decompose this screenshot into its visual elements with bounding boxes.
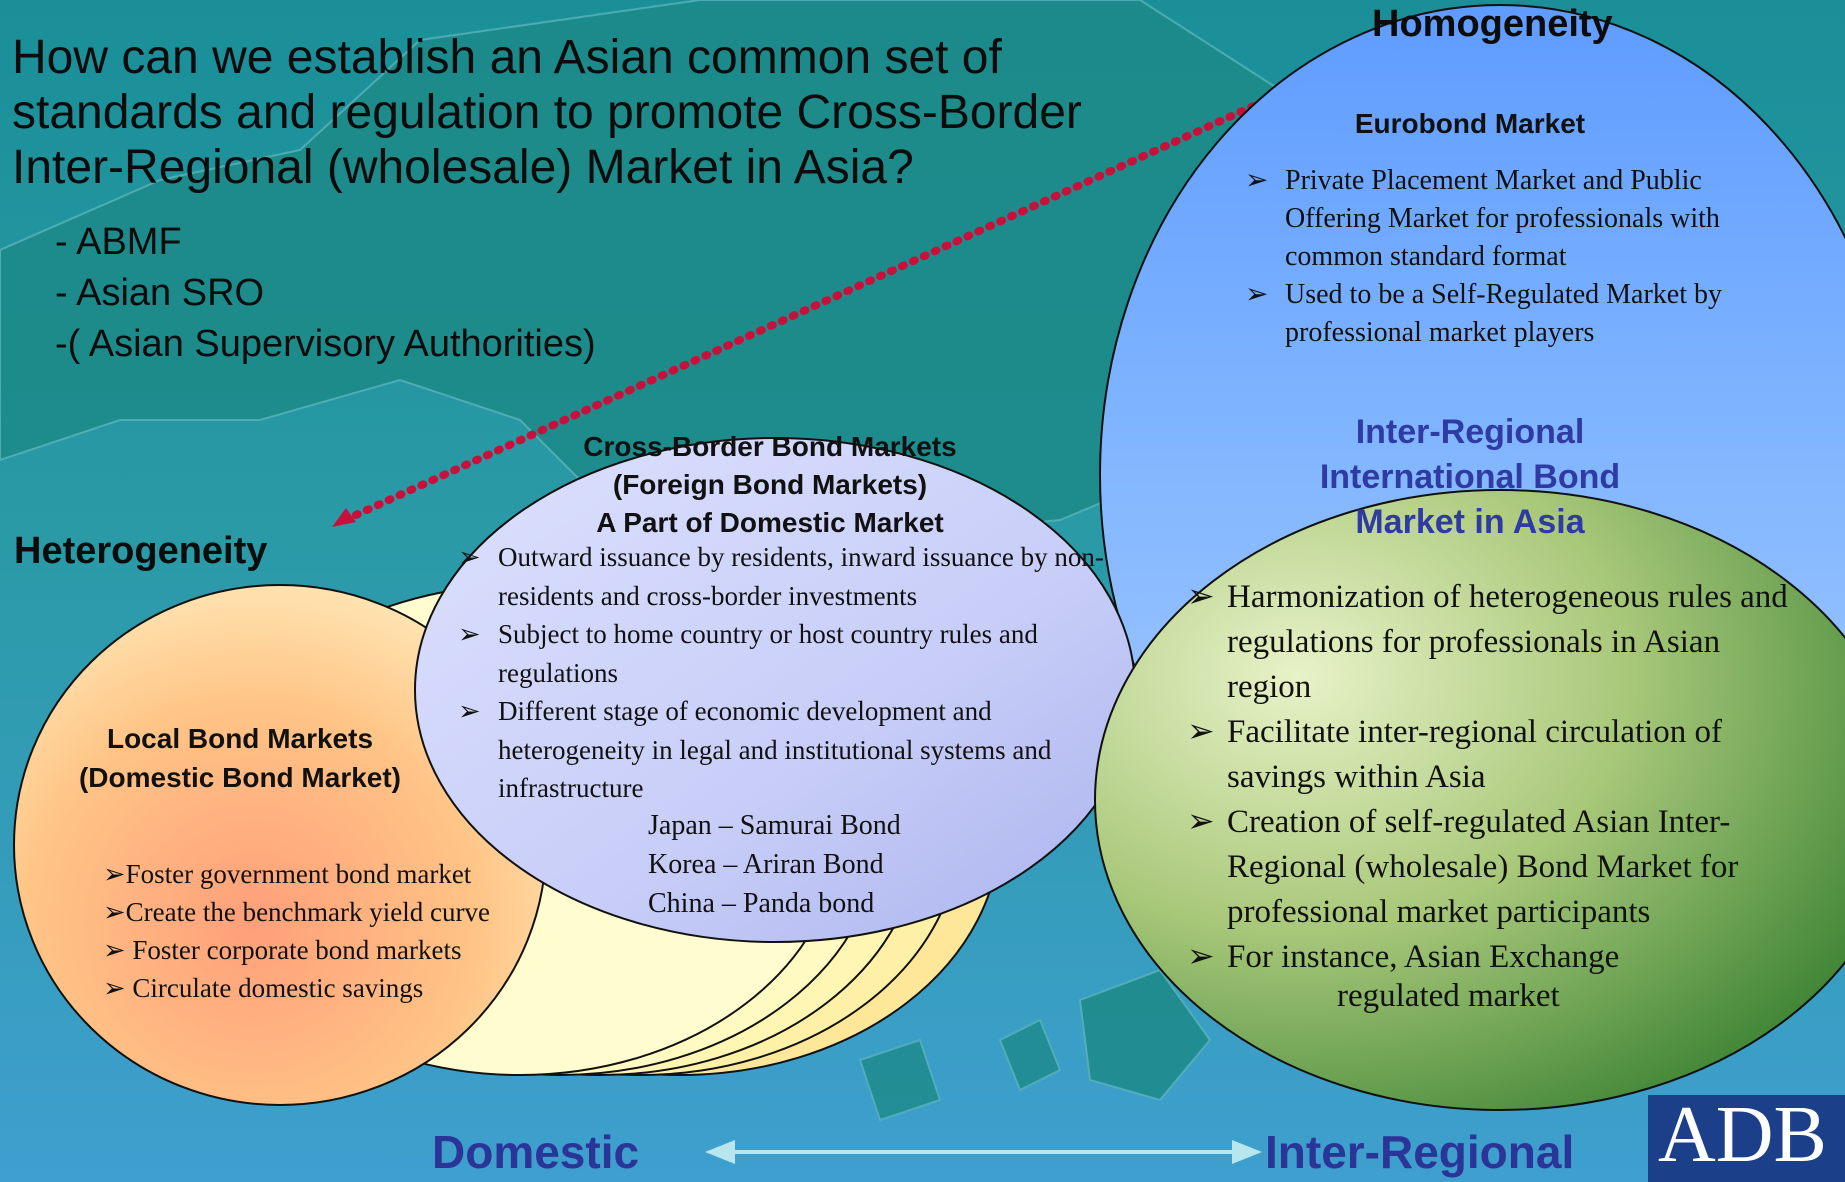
question-text: How can we establish an Asian common set… <box>12 31 1082 194</box>
inter-regional-label: Inter-Regional <box>1265 1126 1575 1178</box>
adb-logo-box <box>1648 1095 1845 1182</box>
cross-border-item: Subject to home country or host country … <box>458 615 1058 692</box>
inter-regional-item: Facilitate inter-regional circulation of… <box>1187 710 1807 800</box>
heterogeneity-label: Heterogeneity <box>14 530 268 572</box>
local-item-text: Foster government bond market <box>125 859 472 889</box>
local-item: ➢ Circulate domestic savings <box>103 973 424 1003</box>
cross-border-examples: Japan – Samurai Bond Korea – Ariran Bond… <box>648 806 901 923</box>
cross-border-item: Different stage of economic development … <box>458 692 1098 808</box>
local-title-line: Local Bond Markets <box>106 723 374 754</box>
inter-regional-title: Inter-Regional International Bond Market… <box>1260 410 1680 545</box>
inter-regional-item: Creation of self-regulated Asian Inter-R… <box>1187 800 1807 935</box>
eurobond-title: Eurobond Market <box>1354 108 1586 139</box>
example-japan: Japan – Samurai Bond <box>648 810 901 841</box>
homogeneity-label: Homogeneity <box>1372 3 1613 45</box>
inter-regional-item: For instance, Asian Exchange <box>1187 935 1807 980</box>
bullet-abmf: - ABMF <box>55 221 182 263</box>
local-list: ➢Foster government bond market ➢Create t… <box>103 855 573 1007</box>
arrow-left-head <box>705 1140 735 1164</box>
domestic-label: Domestic <box>432 1126 640 1178</box>
eurobond-list: Private Placement Market and Public Offe… <box>1245 162 1765 352</box>
cross-border-item: Outward issuance by residents, inward is… <box>458 538 1118 615</box>
arrow-right-head <box>1232 1140 1262 1164</box>
inter-regional-item-tail: regulated market <box>1337 978 1560 1014</box>
example-china: China – Panda bond <box>648 888 875 919</box>
eurobond-item: Private Placement Market and Public Offe… <box>1245 162 1765 276</box>
cross-border-title-line: (Foreign Bond Markets) <box>612 469 928 500</box>
arrowhead-lower <box>332 508 356 527</box>
bullet-supervisory: -( Asian Supervisory Authorities) <box>55 323 596 365</box>
local-item: ➢ Foster corporate bond markets <box>103 935 462 965</box>
local-item: ➢Create the benchmark yield curve <box>103 897 490 927</box>
inter-regional-item: Harmonization of heterogeneous rules and… <box>1187 575 1807 710</box>
adb-logo: ADB <box>1658 1091 1827 1179</box>
local-item-text: Circulate domestic savings <box>125 973 424 1003</box>
cross-border-title: Cross-Border Bond Markets (Foreign Bond … <box>560 428 980 542</box>
local-title: Local Bond Markets (Domestic Bond Market… <box>40 719 440 797</box>
bullet-asian-sro: - Asian SRO <box>55 272 265 314</box>
local-item-text: Foster corporate bond markets <box>125 935 462 965</box>
inter-regional-list: Harmonization of heterogeneous rules and… <box>1187 575 1807 980</box>
heterogeneity-homogeneity-line <box>341 58 1354 524</box>
inter-regional-title-line: Inter-Regional <box>1355 413 1585 451</box>
inter-regional-title-line: Market in Asia <box>1355 503 1585 541</box>
local-item: ➢Foster government bond market <box>103 859 472 889</box>
cross-border-title-line: Cross-Border Bond Markets <box>583 431 957 462</box>
example-korea: Korea – Ariran Bond <box>648 849 884 880</box>
cross-border-title-line: A Part of Domestic Market <box>596 507 944 538</box>
local-item-text: Create the benchmark yield curve <box>125 897 490 927</box>
eurobond-item: Used to be a Self-Regulated Market by pr… <box>1245 276 1765 352</box>
local-title-line: (Domestic Bond Market) <box>78 762 402 793</box>
cross-border-list: Outward issuance by residents, inward is… <box>458 538 1118 808</box>
map-islands <box>858 1018 1062 1122</box>
inter-regional-title-line: International Bond <box>1319 458 1621 496</box>
